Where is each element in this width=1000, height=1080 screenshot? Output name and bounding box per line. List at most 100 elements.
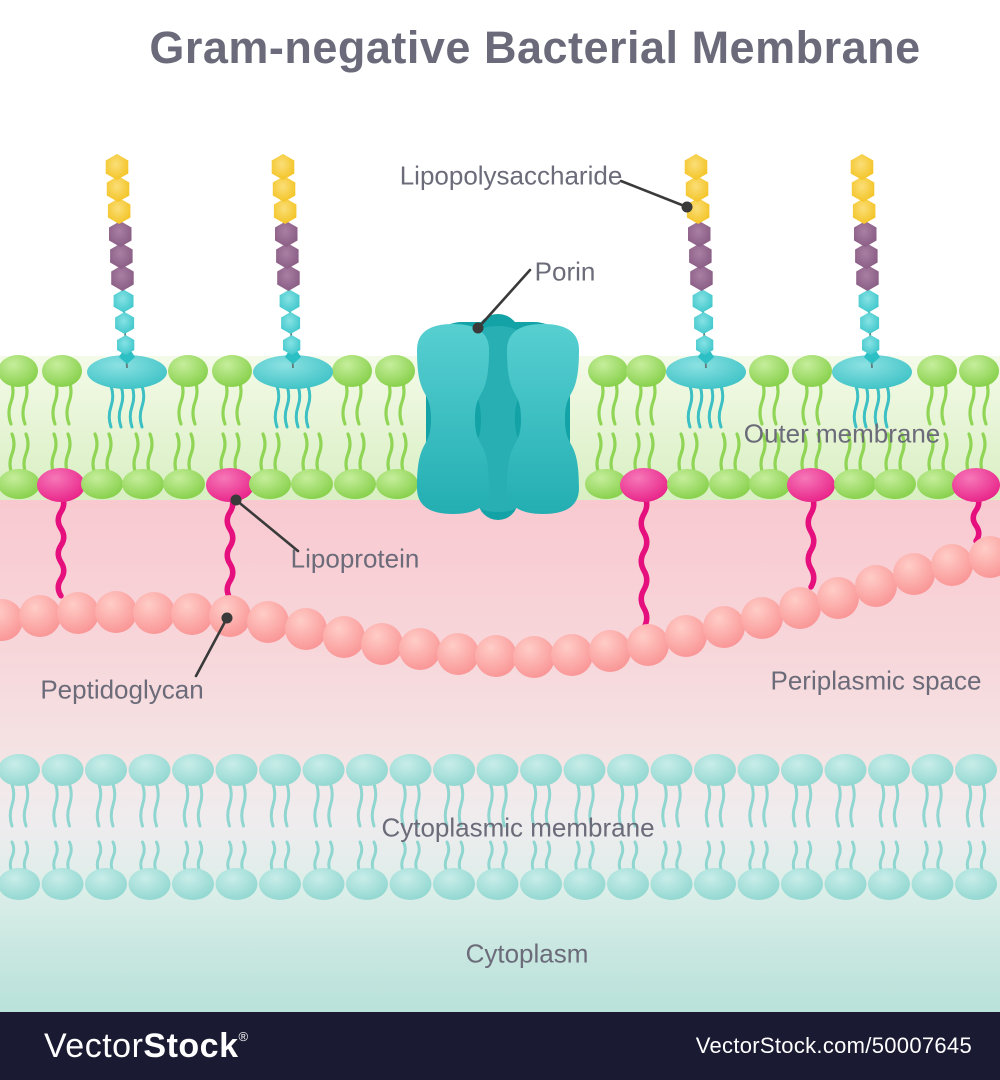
- peptidoglycan-bead: [855, 565, 897, 607]
- label-peptidoglycan: Peptidoglycan: [40, 674, 204, 705]
- lipid-head: [667, 469, 709, 499]
- pointer-dot: [221, 612, 233, 624]
- lipid-head: [249, 469, 291, 499]
- lps-sugar-yellow: [851, 176, 875, 202]
- lps-sugar-teal: [862, 335, 880, 355]
- lipid-head: [563, 868, 606, 900]
- lps-anchor: [832, 355, 912, 389]
- lipid-head: [0, 355, 38, 387]
- lipid-head: [346, 754, 388, 786]
- pointer-dot: [230, 494, 242, 506]
- page-title: Gram-negative Bacterial Membrane: [149, 22, 921, 73]
- lps-sugar-teal: [694, 312, 714, 334]
- label-lipoprotein: Lipoprotein: [290, 543, 420, 574]
- lipid-head: [259, 868, 301, 900]
- lipid-head: [650, 868, 693, 900]
- lipid-head: [0, 754, 40, 786]
- periplasmic-space-region: [0, 500, 1000, 768]
- lps-sugar-teal: [858, 289, 879, 313]
- lipid-head: [709, 469, 751, 499]
- lipid-head: [824, 754, 867, 786]
- lps-sugar-teal: [283, 335, 301, 355]
- lipid-head: [215, 754, 258, 786]
- lps-sugar-purple: [855, 243, 878, 269]
- peptidoglycan-bead: [779, 587, 821, 629]
- lipid-head: [520, 754, 562, 786]
- lipid-head: [0, 868, 40, 900]
- peptidoglycan-bead: [133, 592, 175, 634]
- lps-sugar-teal: [113, 289, 134, 313]
- lps-sugar-purple: [688, 221, 711, 247]
- peptidoglycan-bead: [703, 606, 745, 648]
- peptidoglycan-bead: [893, 553, 935, 595]
- peptidoglycan-bead: [969, 536, 1000, 578]
- lipid-head: [172, 754, 214, 786]
- peptidoglycan-bead: [247, 601, 289, 643]
- peptidoglycan-bead: [19, 595, 61, 637]
- lipid-head: [389, 868, 432, 900]
- lipid-head: [792, 355, 832, 387]
- lipid-head: [476, 868, 519, 900]
- lipid-head: [334, 469, 376, 499]
- lps-anchor: [87, 355, 167, 389]
- lipid-head: [650, 754, 693, 786]
- lps-chain-1: [105, 154, 135, 369]
- label-cytoplasm: Cytoplasm: [465, 938, 589, 969]
- peptidoglycan-bead: [741, 597, 783, 639]
- peptidoglycan-bead: [0, 599, 23, 641]
- lipid-head: [781, 868, 823, 900]
- lipid-head: [128, 754, 171, 786]
- pointer-line: [234, 498, 300, 553]
- lipid-head: [626, 355, 666, 387]
- lipid-head: [81, 469, 123, 499]
- lps-sugar-teal: [696, 335, 714, 355]
- pointer-line: [194, 616, 229, 678]
- lipid-head: [955, 754, 997, 786]
- lipid-head: [874, 469, 916, 499]
- lps-sugar-yellow: [106, 176, 130, 202]
- lipid-head: [749, 469, 791, 499]
- lps-sugar-teal: [692, 289, 713, 313]
- peptidoglycan-bead: [285, 608, 327, 650]
- lipid-head: [959, 355, 999, 387]
- lipid-head: [563, 754, 606, 786]
- watermark-url: VectorStock.com/50007645: [695, 1033, 972, 1058]
- lipid-head: [955, 868, 997, 900]
- lps-sugar-purple: [275, 221, 298, 247]
- lipid-head: [607, 868, 649, 900]
- lipid-head: [346, 868, 388, 900]
- lipid-head: [433, 754, 475, 786]
- peptidoglycan-bead: [817, 577, 859, 619]
- outer-membrane-heads: [0, 345, 1000, 502]
- lipoprotein-head: [952, 468, 1000, 502]
- lipid-head: [215, 868, 258, 900]
- lipid-head: [781, 754, 823, 786]
- lipid-head: [302, 868, 345, 900]
- watermark-bar: VectorStock® VectorStock.com/50007645: [0, 1012, 1000, 1080]
- lps-sugar-purple: [689, 243, 712, 269]
- lipoprotein-tails: [55, 492, 982, 631]
- lps-sugar-purple: [110, 243, 133, 269]
- lipid-head: [41, 754, 84, 786]
- lipoprotein-head: [787, 468, 835, 502]
- lps-sugar-teal: [281, 312, 301, 334]
- lps-sugar-yellow: [852, 198, 876, 224]
- lipid-head: [694, 754, 736, 786]
- lipid-head: [128, 868, 171, 900]
- lps-sugar-purple: [276, 243, 299, 269]
- lipid-head: [824, 868, 867, 900]
- vectorstock-logo: VectorStock®: [44, 1027, 249, 1066]
- lipid-head: [868, 754, 910, 786]
- lipid-head: [911, 868, 954, 900]
- peptidoglycan-bead: [399, 628, 441, 670]
- pointer-lines: [194, 179, 693, 678]
- outer-membrane-tails: [7, 378, 990, 476]
- peptidoglycan-bead: [475, 635, 517, 677]
- lps-sugar-yellow: [105, 154, 129, 180]
- lipid-head: [259, 754, 301, 786]
- lipid-head: [172, 868, 214, 900]
- lps-sugar-yellow: [271, 154, 295, 180]
- lps-sugar-purple: [109, 221, 132, 247]
- lipid-head: [332, 355, 372, 387]
- lps-sugar-purple: [111, 265, 134, 291]
